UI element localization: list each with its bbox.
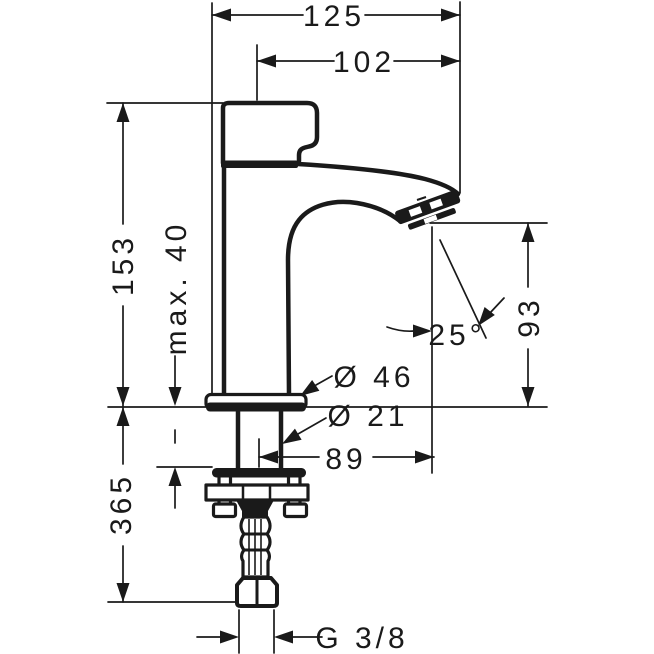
aerator [395,190,461,230]
spout-tick [416,196,427,201]
stud-nut-right [282,502,309,519]
label-shank-diameter: Ø 21 [327,400,408,433]
label-total-height: 153 [107,234,140,296]
label-connection-thread: G 3/8 [315,622,408,654]
label-max-mounting-thickness: max. 40 [160,221,193,356]
clamping-bracket [204,483,310,502]
label-below-deck-length: 365 [105,473,138,535]
label-outlet-projection: 89 [325,443,366,476]
handle-outline [220,100,320,166]
angle-reference-line [439,239,487,339]
escutcheon-base [206,402,306,412]
spout-top-edge [295,161,461,197]
spout-underside [285,199,403,399]
label-spout-reach: 102 [333,46,395,79]
label-overall-depth: 125 [303,0,365,33]
label-outlet-height: 93 [513,296,546,337]
extension-lines [106,1,548,654]
faucet-outline [204,100,461,608]
stud-nut-left [211,502,238,519]
dimension-labels: 125 102 153 max. 40 365 93 25° Ø 46 Ø 21… [105,0,546,654]
label-outlet-angle: 25° [428,319,485,352]
mounting-flange [212,468,306,478]
handle-body-seam [221,160,298,168]
label-escutcheon-diameter: Ø 46 [333,361,414,394]
hose-braid-lines [248,519,262,575]
leader-lines [297,239,505,435]
hose-connector [236,500,274,517]
